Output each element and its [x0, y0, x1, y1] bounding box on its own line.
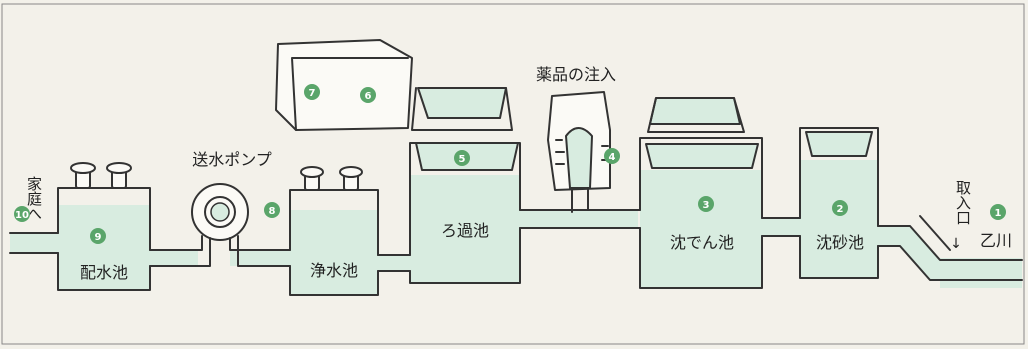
label-river: 乙川: [980, 231, 1012, 250]
svg-text:10: 10: [15, 210, 29, 221]
svg-text:7: 7: [309, 88, 316, 99]
badge-7: 7: [304, 84, 320, 100]
badge-4: 4: [604, 148, 620, 164]
label-to-home: 家庭へ: [25, 176, 43, 221]
label-intake: 取入口: [954, 180, 972, 225]
svg-text:5: 5: [459, 154, 466, 165]
pipeline-lines: [9, 39, 1023, 296]
svg-text:6: 6: [365, 91, 372, 102]
svg-text:2: 2: [837, 204, 844, 215]
svg-text:3: 3: [703, 200, 710, 211]
label-grit-chamber: 沈砂池: [816, 233, 864, 252]
labels: 家庭へ 配水池 送水ポンプ 浄水池 ろ過池 薬品の注入 沈でん池 沈砂池 取入口…: [25, 65, 1012, 282]
badge-5: 5: [454, 150, 470, 166]
badge-3: 3: [698, 196, 714, 212]
label-chemical-injection: 薬品の注入: [536, 65, 616, 84]
label-pump: 送水ポンプ: [192, 150, 272, 169]
svg-text:9: 9: [95, 232, 102, 243]
label-filtration-basin: ろ過池: [441, 221, 489, 240]
badge-1: 1: [990, 204, 1006, 220]
label-clean-water-reservoir: 浄水池: [310, 261, 358, 280]
badge-2: 2: [832, 200, 848, 216]
badge-6: 6: [360, 87, 376, 103]
label-distribution-reservoir: 配水池: [80, 263, 128, 282]
diagram-frame: [1, 3, 1025, 345]
svg-text:8: 8: [269, 206, 276, 217]
badge-9: 9: [90, 228, 106, 244]
badge-8: 8: [264, 202, 280, 218]
water-fills: [10, 160, 1022, 295]
label-sedimentation-basin: 沈でん池: [670, 233, 734, 252]
intake-arrow: ↓: [950, 236, 962, 252]
svg-text:1: 1: [995, 208, 1002, 219]
badge-10: 10: [14, 206, 30, 222]
badges: 1 2 3 4 5 6 7 8 9 10: [14, 84, 1006, 244]
svg-text:4: 4: [609, 152, 616, 163]
